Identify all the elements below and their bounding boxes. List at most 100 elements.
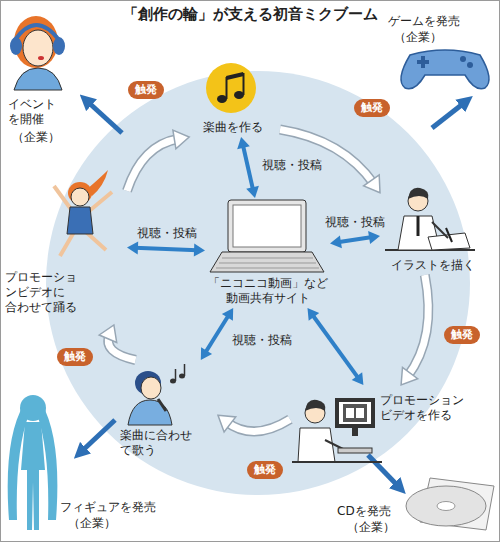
arrow-head: [401, 367, 418, 385]
cd-hole: [437, 502, 455, 511]
node-caption: （企業）: [12, 130, 68, 145]
arrow-head: [127, 241, 138, 254]
event-singer-figure: [10, 16, 65, 90]
arrow-head: [246, 186, 259, 198]
arrow-head: [222, 308, 233, 321]
illustrated-node: プロモーション ビデオを作る: [290, 385, 495, 465]
illustrated-node: 楽曲を作る: [185, 62, 280, 137]
head: [20, 395, 46, 421]
singer-figure: [128, 364, 185, 425]
laptop-screen: [228, 200, 306, 252]
figure-silhouette: [8, 395, 58, 530]
leg: [60, 232, 74, 256]
headphone-band: [15, 25, 59, 40]
arrow-head: [194, 244, 205, 257]
note-stem: [184, 364, 186, 376]
arrow-outline: [407, 275, 428, 377]
cycle-circle: [46, 71, 470, 495]
inspiration-bubble: 触発: [247, 461, 283, 479]
face: [23, 30, 53, 66]
illustrated-node: イラストを描く: [380, 180, 490, 275]
arrow-line: [226, 419, 290, 431]
node-caption: （企業）: [68, 516, 124, 531]
arrow-head: [201, 347, 212, 360]
edge-label: 視聴・投稿: [137, 226, 197, 241]
body: [21, 422, 45, 530]
arrow-line: [338, 237, 373, 242]
arrow-outline: [280, 130, 374, 185]
arrow-line: [127, 139, 179, 191]
note-stem: [243, 73, 245, 95]
illustrated-node: プロモーショ ンビデオに 合わせて踊る: [2, 165, 127, 325]
monitor: [335, 398, 375, 428]
node-caption: 楽曲に合わせ て歌う: [120, 428, 200, 458]
node-caption: プロモーション ビデオを作る: [380, 393, 472, 423]
arrow-head: [330, 235, 342, 248]
keyboard-row: [222, 258, 313, 259]
arrow-head: [237, 137, 250, 149]
illustrated-node: ゲームを発売（企業）: [380, 8, 498, 93]
cycle-arrow: [401, 275, 428, 385]
laptop-icon: [210, 200, 324, 272]
laptop-display: [233, 205, 301, 247]
earcup: [53, 37, 65, 55]
arrow-line: [280, 130, 374, 185]
outfit: [67, 207, 93, 234]
arm: [88, 192, 112, 212]
hair: [408, 188, 428, 199]
node-caption: イベント を開催: [8, 97, 64, 127]
node-caption: フィギュアを発売: [60, 500, 164, 515]
illustrated-node: 楽曲に合わせ て歌う: [118, 360, 218, 465]
illustrated-node: 「ニコニコ動画」など 動画共有サイト: [205, 198, 330, 308]
node-caption: （企業）: [347, 520, 403, 535]
illustrated-node: フィギュアを発売（企業）: [2, 388, 152, 538]
note-disc: [206, 63, 256, 113]
note-stem: [175, 369, 177, 381]
arrow-line: [243, 145, 253, 191]
edge-label: 視聴・投稿: [232, 333, 292, 348]
video-maker-figure: [292, 398, 382, 462]
node-caption: CDを発売: [337, 504, 407, 519]
note-stem: [226, 77, 228, 99]
shoulders: [14, 68, 62, 90]
cd-icon: [406, 478, 494, 530]
edge-label: 視聴・投稿: [325, 215, 385, 230]
film-frame: [356, 408, 364, 418]
inspiration-bubble: 触発: [354, 99, 390, 117]
share-arrow: [201, 308, 233, 360]
laptop-base: [210, 252, 324, 272]
share-arrow: [237, 137, 259, 198]
share-arrow: [330, 231, 380, 248]
node-caption: プロモーショ ンビデオに 合わせて踊る: [5, 270, 85, 315]
share-arrow: [308, 308, 364, 385]
edge-label: 視聴・投稿: [262, 158, 322, 173]
button: [467, 62, 473, 68]
arrow-head: [364, 175, 380, 193]
film-strip: [343, 404, 367, 422]
illustrator-figure: [385, 188, 475, 250]
arrow-outline: [127, 139, 179, 191]
leg: [86, 232, 106, 250]
arrow-head: [99, 325, 117, 343]
arrow-head: [173, 130, 189, 149]
arrow-head: [218, 415, 236, 432]
cd-disc: [406, 486, 486, 526]
cycle-arrow: [99, 325, 135, 360]
note-beam: [227, 74, 244, 78]
inspiration-bubble: 触発: [128, 81, 164, 99]
game-controller-icon: [401, 50, 489, 89]
inspiration-bubble: 触発: [57, 348, 93, 366]
node-caption: 楽曲を作る: [199, 120, 267, 135]
arrow-head: [368, 231, 380, 244]
shirt: [298, 428, 335, 462]
outward-arrow: [82, 420, 115, 451]
node-caption: （企業）: [394, 30, 450, 45]
arrow-head: [352, 372, 364, 385]
inspiration-bubble: 触発: [444, 326, 480, 344]
arrow-head: [308, 308, 320, 321]
cycle-arrow: [218, 415, 290, 432]
pen: [446, 228, 452, 242]
